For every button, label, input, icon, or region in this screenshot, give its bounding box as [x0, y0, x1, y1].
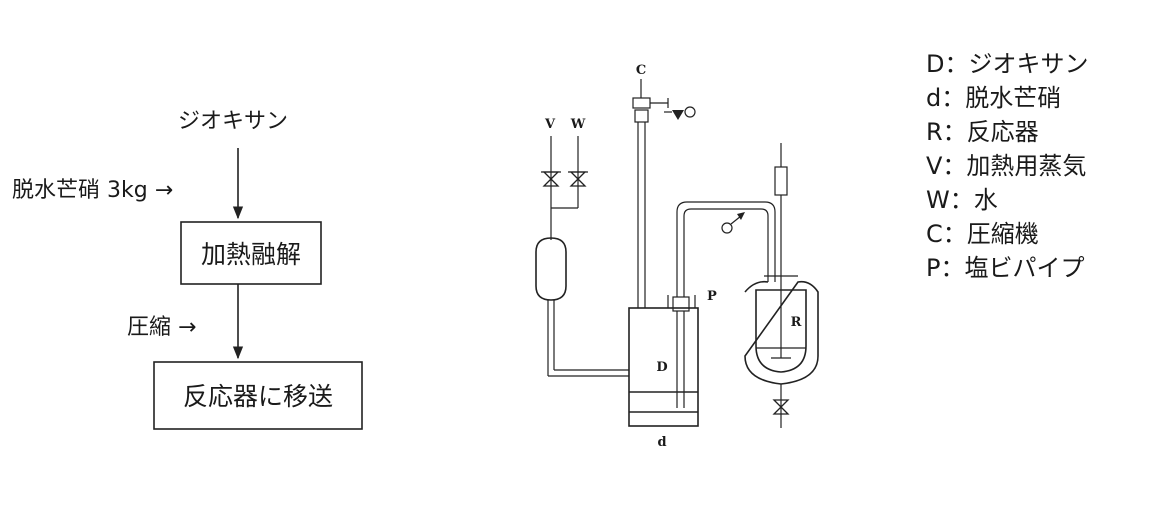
steam-heater-vessel: [535, 237, 567, 301]
label-d-upper: D: [656, 360, 667, 375]
legend-item-c: C：圧縮機: [926, 220, 1039, 248]
label-c: C: [636, 63, 646, 78]
flow-step-2-label: 反応器に移送: [183, 382, 333, 411]
transfer-pipe-inner: [683, 208, 769, 297]
flow-input-2: 圧縮 →: [127, 315, 196, 340]
legend-item-v: V：加熱用蒸気: [926, 152, 1086, 180]
legend-item-w: W：水: [926, 186, 998, 214]
flow-step-box-1: [180, 221, 322, 285]
pressure-gauge-icon: [721, 222, 733, 234]
label-p: P: [707, 289, 717, 304]
apparatus-schematic: C V W D d P: [535, 63, 819, 450]
melting-tank: [628, 307, 699, 427]
legend-item-r: R：反応器: [926, 118, 1039, 146]
reactor-vessel: [755, 289, 807, 373]
legend-item-d: D：ジオキサン: [926, 50, 1088, 78]
flow-input-1: 脱水芒硝 3kg →: [12, 178, 173, 203]
flowchart: ジオキサン 脱水芒硝 3kg → 加熱融解 圧縮 → 反応器に移送: [12, 109, 363, 430]
legend-item-d-lower: d：脱水芒硝: [926, 84, 1061, 112]
label-w: W: [570, 117, 586, 132]
label-d-lower: d: [657, 435, 666, 450]
legend-item-p: P：塩ビパイプ: [926, 254, 1084, 282]
compressor-gauge-icon: [684, 106, 696, 118]
label-v: V: [544, 117, 556, 132]
reactor-jacket: [744, 280, 819, 385]
compressor-valve-handle-icon: [672, 110, 684, 120]
flow-step-1-label: 加熱融解: [201, 240, 301, 269]
legend: D：ジオキサン d：脱水芒硝 R：反応器 V：加熱用蒸気 W：水 C：圧縮機 P…: [926, 50, 1088, 282]
compressor-valve-body: [632, 97, 651, 109]
label-r: R: [791, 315, 802, 330]
reactor-condenser: [774, 166, 788, 196]
gauge-needle-tip: [737, 212, 745, 220]
flow-step-box-2: [153, 361, 363, 430]
flow-top-label: ジオキサン: [178, 109, 288, 134]
transfer-pipe-outer: [676, 201, 776, 297]
pvc-pipe-fitting: [672, 296, 690, 312]
compressor-fitting: [634, 109, 649, 123]
reactor-drain-valve-icon: [772, 399, 790, 415]
